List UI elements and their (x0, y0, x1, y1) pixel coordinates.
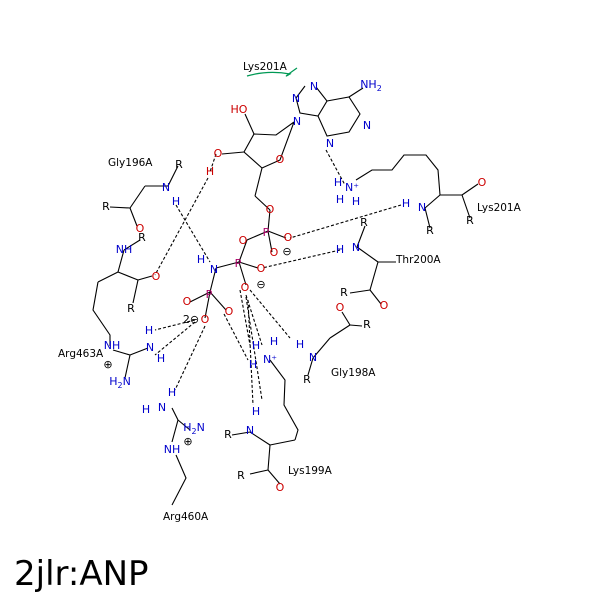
atom-r: R (360, 216, 368, 229)
atom-labels: N N N N N NH2 HO O O H O P O O O ⊖ P N H… (58, 61, 522, 523)
atom-o: O (183, 295, 192, 308)
residue-label-arg460: Arg460A (163, 511, 209, 523)
charge-plus: ⊕ (183, 435, 192, 448)
covalent-bonds (92, 85, 479, 506)
atom-o: O (239, 234, 248, 247)
atom-h: H (249, 358, 257, 371)
atom-o: O (276, 153, 285, 166)
atom-h2n-h: H (109, 375, 117, 388)
atom-nh: NH (116, 243, 133, 256)
charge-minus: ⊖ (256, 278, 265, 291)
atom-o: O (225, 305, 234, 318)
atom-nh2-subscript: 2 (377, 84, 382, 93)
atom-o: O (214, 147, 223, 160)
atom-h: H (252, 339, 260, 352)
atom-r: R (224, 428, 232, 441)
charge-plus: ⊕ (103, 358, 112, 371)
atom-nplus: N⁺ (263, 353, 277, 366)
atom-n: N (162, 181, 170, 194)
atom-o: O (136, 222, 145, 235)
atom-n: N (210, 263, 218, 276)
atom-h: H (142, 403, 150, 416)
atom-h2n2-h: H (183, 421, 191, 434)
atom-r: R (426, 224, 434, 237)
hydrogen-bonds (154, 149, 402, 406)
atom-n: N (352, 241, 360, 254)
atom-r: R (466, 214, 474, 227)
atom-h2n2-subscript: 2 (191, 427, 196, 436)
residue-label-lys201: Lys201A (477, 202, 522, 214)
atom-o: O (276, 481, 285, 494)
atom-r: R (102, 200, 110, 213)
atom-h: H (145, 324, 153, 337)
residue-label-gly196: Gly196A (108, 157, 153, 169)
atom-p: P (235, 257, 242, 270)
atom-o: O (241, 281, 250, 294)
residue-label-thr200: Thr200A (395, 254, 441, 266)
atom-o: O (478, 176, 487, 189)
diagram-title: 2jlr:ANP (14, 554, 149, 594)
hydrophobic-arc (246, 67, 298, 77)
atom-h: H (206, 165, 214, 178)
atom-h: H (172, 195, 180, 208)
atom-n: N (292, 92, 300, 105)
atom-h: H (252, 405, 260, 418)
atom-o: O (152, 270, 161, 283)
atom-n: N (326, 137, 334, 150)
charge-two-minus: 2⊖ (183, 313, 199, 326)
atom-h: H (197, 253, 205, 266)
atom-h: H (352, 195, 360, 208)
atom-o: O (284, 231, 293, 244)
atom-h: H (336, 243, 344, 256)
atom-o: O (270, 246, 279, 259)
atom-n: N (309, 351, 317, 364)
residue-label-lys201-top: Lys201A (243, 61, 288, 73)
residue-label-arg463: Arg463A (58, 348, 104, 360)
residue-label-lys199: Lys199A (288, 465, 333, 477)
atom-nh2: NH2 (360, 78, 382, 93)
atom-o: O (336, 301, 345, 314)
atom-nh2-text: NH (360, 78, 377, 91)
atom-nh: NH (104, 339, 121, 352)
atom-h2n2-n: N (197, 421, 205, 434)
atom-p: P (263, 226, 270, 239)
atom-h: H (270, 335, 278, 348)
atom-n: N (418, 201, 426, 214)
atom-h: H (334, 176, 342, 189)
atom-r: R (237, 469, 245, 482)
atom-p: P (206, 288, 213, 301)
atom-r: R (303, 373, 311, 386)
atom-n: N (146, 341, 154, 354)
atom-n: N (310, 80, 318, 93)
atom-nplus: N⁺ (345, 181, 359, 194)
atom-r: R (127, 302, 135, 315)
atom-n: N (246, 424, 254, 437)
charge-minus: ⊖ (282, 245, 291, 258)
atom-h2n: H2N (109, 375, 131, 390)
atom-n: N (158, 401, 166, 414)
atom-n: N (363, 119, 371, 132)
atom-n: N (293, 115, 301, 128)
atom-h: H (157, 352, 165, 365)
atom-r: R (363, 318, 371, 331)
atom-h2n-n: N (123, 375, 131, 388)
atom-h: H (402, 197, 410, 210)
atom-h: H (296, 338, 304, 351)
atom-ho: HO (231, 103, 248, 116)
atom-o: O (380, 299, 389, 312)
atom-r: R (340, 286, 348, 299)
atom-nh: NH (164, 443, 181, 456)
atom-h: H (336, 193, 344, 206)
atom-h: H (168, 386, 176, 399)
atom-r: R (175, 158, 183, 171)
atom-o: O (257, 262, 266, 275)
atom-o: O (266, 203, 275, 216)
atom-h2n: H2N (183, 421, 205, 436)
atom-o: O (201, 313, 210, 326)
atom-r: R (138, 231, 146, 244)
atom-h2n-subscript: 2 (117, 381, 122, 390)
residue-label-gly198: Gly198A (331, 367, 376, 379)
